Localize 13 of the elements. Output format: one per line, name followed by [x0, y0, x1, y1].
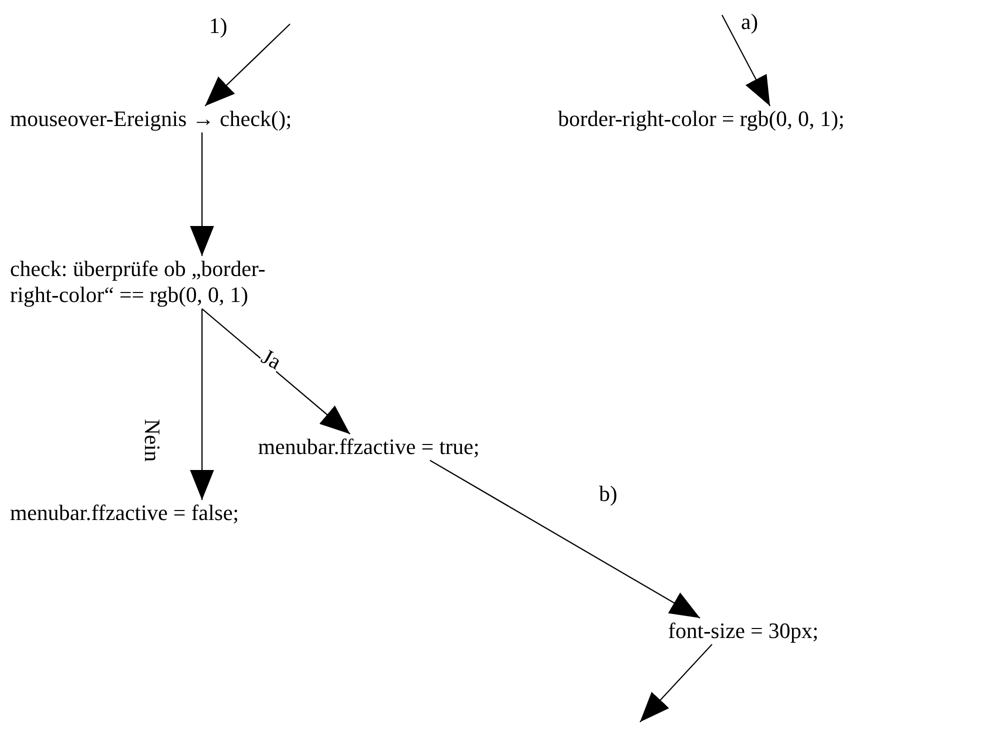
- statement-text: menubar.ffzactive = false;: [10, 500, 239, 526]
- arrow: [204, 24, 290, 106]
- arrow: [202, 308, 350, 434]
- statement-text: mouseover-Ereignis → check();: [10, 106, 292, 132]
- arrow: [640, 644, 712, 722]
- statement-text: border-right-color = rgb(0, 0, 1);: [558, 106, 844, 132]
- arrow: [190, 132, 214, 256]
- arrow: [721, 14, 771, 106]
- statement-text: font-size = 30px;: [668, 618, 818, 644]
- arrow: [430, 460, 700, 619]
- statement-text: menubar.ffzactive = true;: [258, 434, 480, 460]
- statement-text: check: überprüfe ob „border-right-color“ == rgb(0, 0, 1): [10, 256, 300, 309]
- arrow: [190, 308, 214, 500]
